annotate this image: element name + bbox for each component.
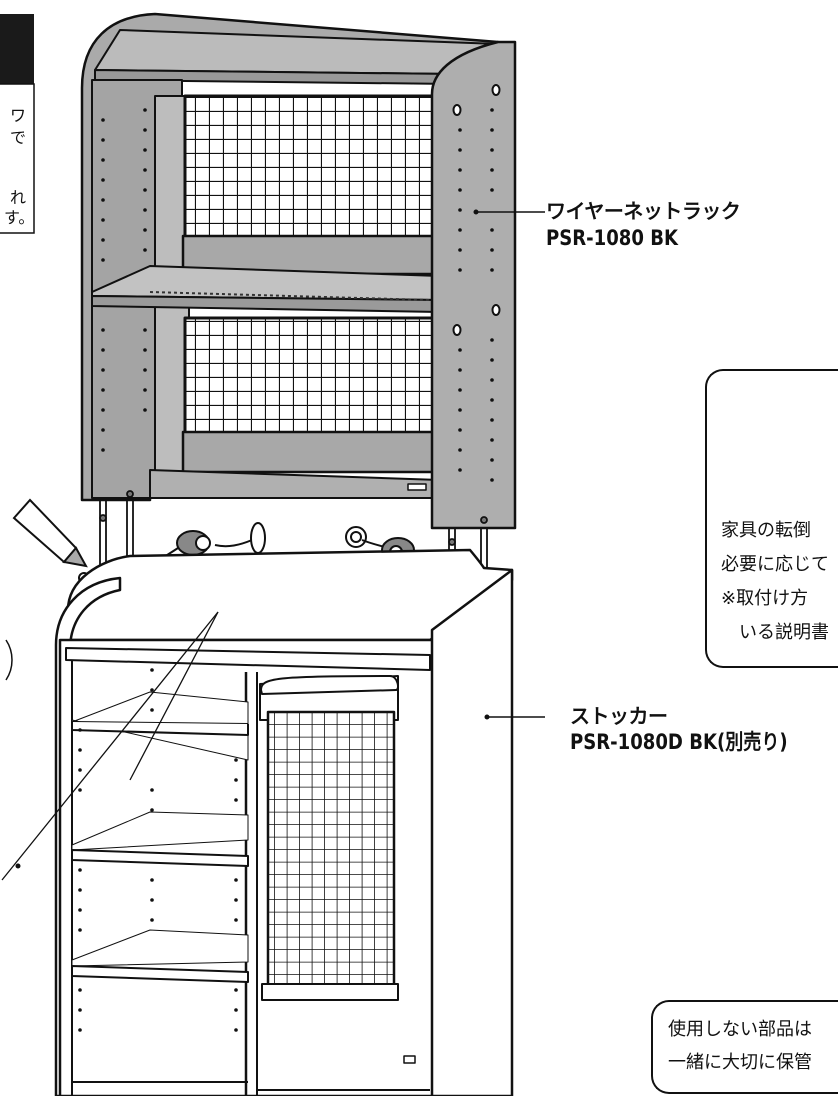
- wire-net-rack: [80, 12, 545, 530]
- anti-tip-line-3: ※取付け方: [721, 588, 809, 609]
- stocker-name-label: ストッカー: [570, 704, 668, 728]
- parts-storage-callout: [651, 1000, 838, 1094]
- anti-tip-line-1: 家具の転倒: [721, 520, 811, 541]
- parts-storage-line-1: 使用しない部品は: [668, 1019, 812, 1040]
- corner-note-line-3: れ: [10, 188, 27, 207]
- corner-note-line-4: す。: [4, 208, 35, 227]
- anti-tip-callout: [705, 369, 838, 668]
- glue-bottle-icon: [12, 498, 90, 584]
- stocker-cabinet: [1, 548, 545, 1096]
- rack-name-label: ワイヤーネットラック: [546, 199, 741, 223]
- parts-storage-line-2: 一緒に大切に保管: [668, 1052, 812, 1073]
- anti-tip-line-2: 必要に応じて: [721, 554, 829, 575]
- anti-tip-line-4: いる説明書: [721, 622, 829, 643]
- corner-note-box: [0, 14, 35, 234]
- rack-model-label: PSR-1080 BK: [546, 226, 678, 250]
- corner-note-line-1: ワ: [10, 106, 27, 125]
- corner-note-line-2: で: [10, 128, 27, 147]
- stocker-model-label: PSR-1080D BK(別売り): [570, 730, 788, 754]
